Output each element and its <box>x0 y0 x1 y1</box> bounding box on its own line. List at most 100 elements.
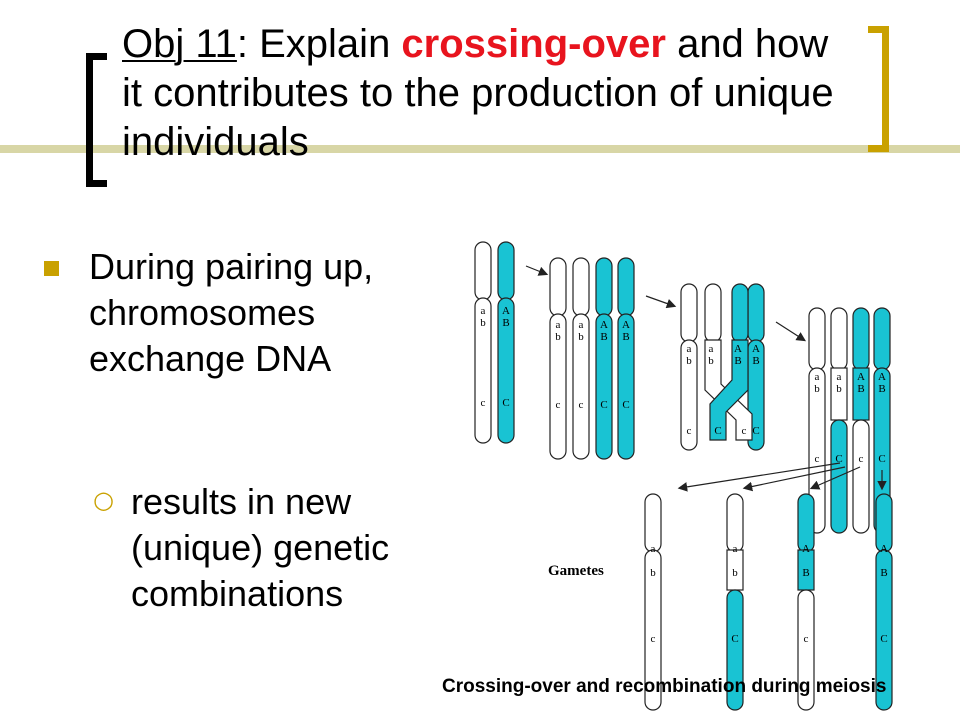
chromosome-17-gene-2: c <box>804 633 809 645</box>
diagram-caption: Crossing-over and recombination during m… <box>442 676 887 697</box>
left-bracket <box>86 53 107 187</box>
chromosome-11-lower-arm <box>808 367 826 534</box>
chromosome-6-gene-2: C <box>622 399 629 411</box>
chromosome-3-upper-arm <box>549 257 567 317</box>
chromosome-14-gene-1: B <box>878 383 885 395</box>
chromosome-15-gene-1: b <box>650 567 656 579</box>
chromosome-16-gene-0: a <box>733 543 738 555</box>
chromosome-18-gene-2: C <box>880 633 887 645</box>
chromosome-1-lower-arm <box>474 297 492 444</box>
cross-gene-b: b <box>708 355 714 367</box>
cross-gene-B: B <box>734 355 741 367</box>
chromosome-12-gene-1: b <box>836 383 842 395</box>
right-bracket <box>868 26 889 152</box>
chromosome-2-gene-2: C <box>502 397 509 409</box>
chromosome-1-gene-0: a <box>481 305 486 317</box>
circle-bullet-icon: ○ <box>93 486 114 514</box>
chromosome-18-gene-1: B <box>880 567 887 579</box>
chromosome-18-gene-0: A <box>880 543 888 555</box>
chromosome-1-gene-2: c <box>481 397 486 409</box>
chromosome-14-gene-2: C <box>878 453 885 465</box>
chromosome-4-gene-2: c <box>579 399 584 411</box>
bullet-text-1: During pairing up, chromosomes exchange … <box>89 246 374 379</box>
title-rest: and how it contributes to the production… <box>122 22 834 164</box>
chromosome-2-lower-arm <box>497 297 515 444</box>
chromosome-15-lower-arm <box>644 549 662 711</box>
chromosome-7-lower-arm <box>680 339 698 451</box>
chromosome-3-lower-arm <box>549 313 567 460</box>
chromosome-9-upper-arm <box>704 283 722 343</box>
chromosome-16-gene-1: b <box>732 567 738 579</box>
chromosome-10-upper-arm <box>731 283 749 343</box>
arrow-4 <box>677 462 841 492</box>
arrow-1 <box>525 265 549 276</box>
chromosome-4-lower-arm <box>572 313 590 460</box>
chromosome-13-upper-arm <box>852 307 870 371</box>
chromosome-15-gene-0: a <box>651 543 656 555</box>
cross-gene-A: A <box>734 343 742 355</box>
chromosome-13-gene-1: B <box>857 383 864 395</box>
gametes-label: Gametes <box>548 563 604 579</box>
chromosome-17-gene-0: A <box>802 543 810 555</box>
chromosome-13-lower-arm-bottom <box>852 419 870 534</box>
title-explain: : Explain <box>236 22 402 66</box>
chromosome-5-gene-1: B <box>600 331 607 343</box>
cross-gene-a: a <box>709 343 714 355</box>
chromosome-7-upper-arm <box>680 283 698 343</box>
chromosome-1-gene-1: b <box>480 317 486 329</box>
chromosome-8-upper-arm <box>747 283 765 343</box>
chromosome-4-gene-1: b <box>578 331 584 343</box>
chromosome-7-gene-1: b <box>686 355 692 367</box>
chromosome-14-gene-0: A <box>878 371 886 383</box>
chromosome-15-gene-2: c <box>651 633 656 645</box>
square-bullet-icon <box>44 261 59 276</box>
bullet-text-2: results in new (unique) genetic combinat… <box>131 481 390 614</box>
chromosome-12-gene-0: a <box>837 371 842 383</box>
slide-title: Obj 11: Explain crossing-over and how it… <box>122 20 842 167</box>
arrow-group <box>525 265 887 492</box>
chromosome-8-gene-0: A <box>752 343 760 355</box>
chromosome-14-upper-arm <box>873 307 891 371</box>
chromosome-11-upper-arm <box>808 307 826 371</box>
chromosome-4-gene-0: a <box>579 319 584 331</box>
chromosome-6-upper-arm <box>617 257 635 317</box>
chromosome-16-lower-arm-bottom <box>726 589 744 711</box>
arrow-2 <box>645 295 677 309</box>
chromosome-1-upper-arm <box>474 241 492 301</box>
title-rule <box>0 145 960 153</box>
cross-gene-C: C <box>714 425 721 437</box>
chromosome-16-gene-2: C <box>731 633 738 645</box>
chromosome-12-gene-2: C <box>835 453 842 465</box>
chromosome-13-gene-2: c <box>859 453 864 465</box>
cross-gene-c: c <box>742 425 747 437</box>
title-highlight: crossing-over <box>401 22 666 66</box>
chromosome-3-gene-2: c <box>556 399 561 411</box>
chromosome-6-gene-0: A <box>622 319 630 331</box>
chromosome-3-gene-1: b <box>555 331 561 343</box>
chromosome-12-upper-arm <box>830 307 848 371</box>
arrow-6 <box>809 466 861 490</box>
chromosome-8-gene-2: C <box>752 425 759 437</box>
chromosome-5-gene-2: C <box>600 399 607 411</box>
chromosome-6-lower-arm <box>617 313 635 460</box>
arrow-5 <box>742 466 846 492</box>
chromosome-11-gene-2: c <box>815 453 820 465</box>
arrow-3 <box>775 321 807 342</box>
chromosome-3-gene-0: a <box>556 319 561 331</box>
chromosome-5-lower-arm <box>595 313 613 460</box>
chromosome-2-gene-1: B <box>502 317 509 329</box>
chromosome-18-lower-arm <box>875 549 893 711</box>
chromosome-4-upper-arm <box>572 257 590 317</box>
chromosome-2-gene-0: A <box>502 305 510 317</box>
chromosome-11-gene-0: a <box>815 371 820 383</box>
title-obj-label: Obj 11 <box>122 22 237 66</box>
chromosome-17-lower-arm-bottom <box>797 589 815 711</box>
chromosome-5-gene-0: A <box>600 319 608 331</box>
chromosome-7-gene-2: c <box>687 425 692 437</box>
chromosome-2-upper-arm <box>497 241 515 301</box>
chromosome-11-gene-1: b <box>814 383 820 395</box>
chromosome-8-gene-1: B <box>752 355 759 367</box>
